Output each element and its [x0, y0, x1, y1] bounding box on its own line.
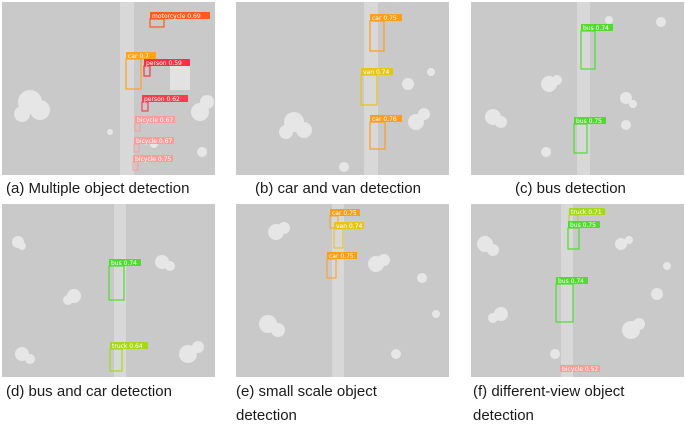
detection-label: bus 0.74: [583, 25, 609, 32]
detection-label: bicycle 0.67: [136, 138, 172, 145]
detection-label: truck 0.64: [112, 343, 143, 350]
detection-tag: [110, 342, 148, 349]
detection-box: [134, 122, 141, 132]
detection-tag: [370, 115, 402, 122]
panel-d-image: bus 0.74 truck 0.64: [12, 204, 204, 377]
tree-clusters: [12, 236, 204, 364]
detection-label: car 0.75: [329, 253, 354, 260]
detection-box: [141, 101, 149, 112]
panel-a: motorcycle 0.69 car 0.7 person 0.59 pers…: [2, 2, 215, 175]
detection-label: person 0.59: [146, 60, 182, 67]
detection-tag: [574, 117, 606, 124]
detection-boxes: bus 0.74 truck 0.64: [108, 259, 148, 372]
detection-label: car 0.7: [128, 53, 149, 60]
detection-box: [149, 18, 165, 28]
detection-tag: [556, 277, 588, 284]
detection-boxes: car 0.75 van 0.74 car 0.75: [326, 209, 364, 279]
tree-clusters: [279, 68, 435, 172]
panel-a-image: motorcycle 0.69 car 0.7 person 0.59 pers…: [14, 2, 214, 175]
detection-label: motorcycle 0.69: [152, 13, 201, 20]
detection-box: [143, 65, 151, 77]
detection-boxes: car 0.75 van 0.74 car 0.76: [360, 14, 402, 150]
road: [561, 204, 573, 377]
detection-label: van 0.74: [363, 69, 389, 76]
caption-b: (b) car and van detection: [255, 180, 421, 197]
detection-label: bus 0.75: [576, 118, 602, 125]
detection-boxes: truck 0.71 bus 0.75 bus 0.74 bicycle 0.5…: [555, 208, 605, 373]
road: [332, 204, 344, 377]
detection-label: van 0.74: [336, 223, 362, 230]
detection-tag: [133, 155, 173, 162]
detection-label: bicycle 0.67: [137, 117, 173, 124]
panel-f-image: truck 0.71 bus 0.75 bus 0.74 bicycle 0.5…: [477, 204, 671, 377]
panel-d: bus 0.74 truck 0.64: [2, 204, 215, 377]
road: [114, 204, 126, 377]
panel-c: bus 0.74 bus 0.75: [471, 2, 684, 175]
detection-boxes: bus 0.74 bus 0.75: [573, 24, 613, 154]
detection-label: bus 0.74: [111, 260, 137, 267]
detection-label: bus 0.75: [570, 222, 596, 229]
detection-tag: [560, 365, 600, 372]
building: [170, 62, 190, 90]
detection-label: truck 0.71: [571, 209, 602, 216]
panel-e-image: car 0.75 van 0.74 car 0.75: [259, 204, 440, 377]
caption-c: (c) bus detection: [515, 180, 626, 197]
panel-b: car 0.75 van 0.74 car 0.76: [236, 2, 449, 175]
panel-e: car 0.75 van 0.74 car 0.75: [236, 204, 449, 377]
detection-tag: [334, 222, 364, 229]
caption-f: (f) different-view object detection: [473, 383, 625, 424]
tree-clusters: [259, 222, 440, 359]
panel-c-image: bus 0.74 bus 0.75: [485, 2, 666, 175]
detection-tag: [569, 208, 605, 215]
detection-tag: [327, 252, 357, 259]
detection-tag: [135, 116, 175, 123]
detection-label: bus 0.74: [558, 278, 584, 285]
caption-d: (d) bus and car detection: [6, 383, 172, 400]
caption-e: (e) small scale object detection: [236, 383, 377, 424]
detection-label: bicycle 0.75: [135, 156, 171, 163]
detection-tag: [568, 221, 600, 228]
detection-tag: [144, 59, 190, 66]
panel-f: truck 0.71 bus 0.75 bus 0.74 bicycle 0.5…: [471, 204, 684, 377]
detection-tag: [150, 12, 210, 19]
detection-tag: [109, 259, 141, 266]
detection-box: [133, 143, 140, 153]
detection-tag: [581, 24, 613, 31]
detection-tag: [134, 137, 174, 144]
detection-label: car 0.75: [332, 210, 357, 217]
tree-clusters: [477, 236, 671, 359]
road: [364, 2, 378, 175]
detection-tag: [126, 52, 156, 59]
detection-label: car 0.75: [372, 15, 397, 22]
detection-tag: [361, 68, 393, 75]
detection-label: person 0.62: [144, 96, 180, 103]
detection-tag: [142, 95, 188, 102]
detection-boxes: motorcycle 0.69 car 0.7 person 0.59 pers…: [125, 12, 210, 171]
detection-tag: [370, 14, 402, 21]
tree-clusters: [485, 16, 666, 157]
panel-b-image: car 0.75 van 0.74 car 0.76: [279, 2, 435, 175]
caption-a: (a) Multiple object detection: [6, 180, 190, 197]
detection-label: bicycle 0.52: [562, 366, 598, 373]
detection-label: car 0.76: [372, 116, 397, 123]
detection-tag: [330, 209, 360, 216]
